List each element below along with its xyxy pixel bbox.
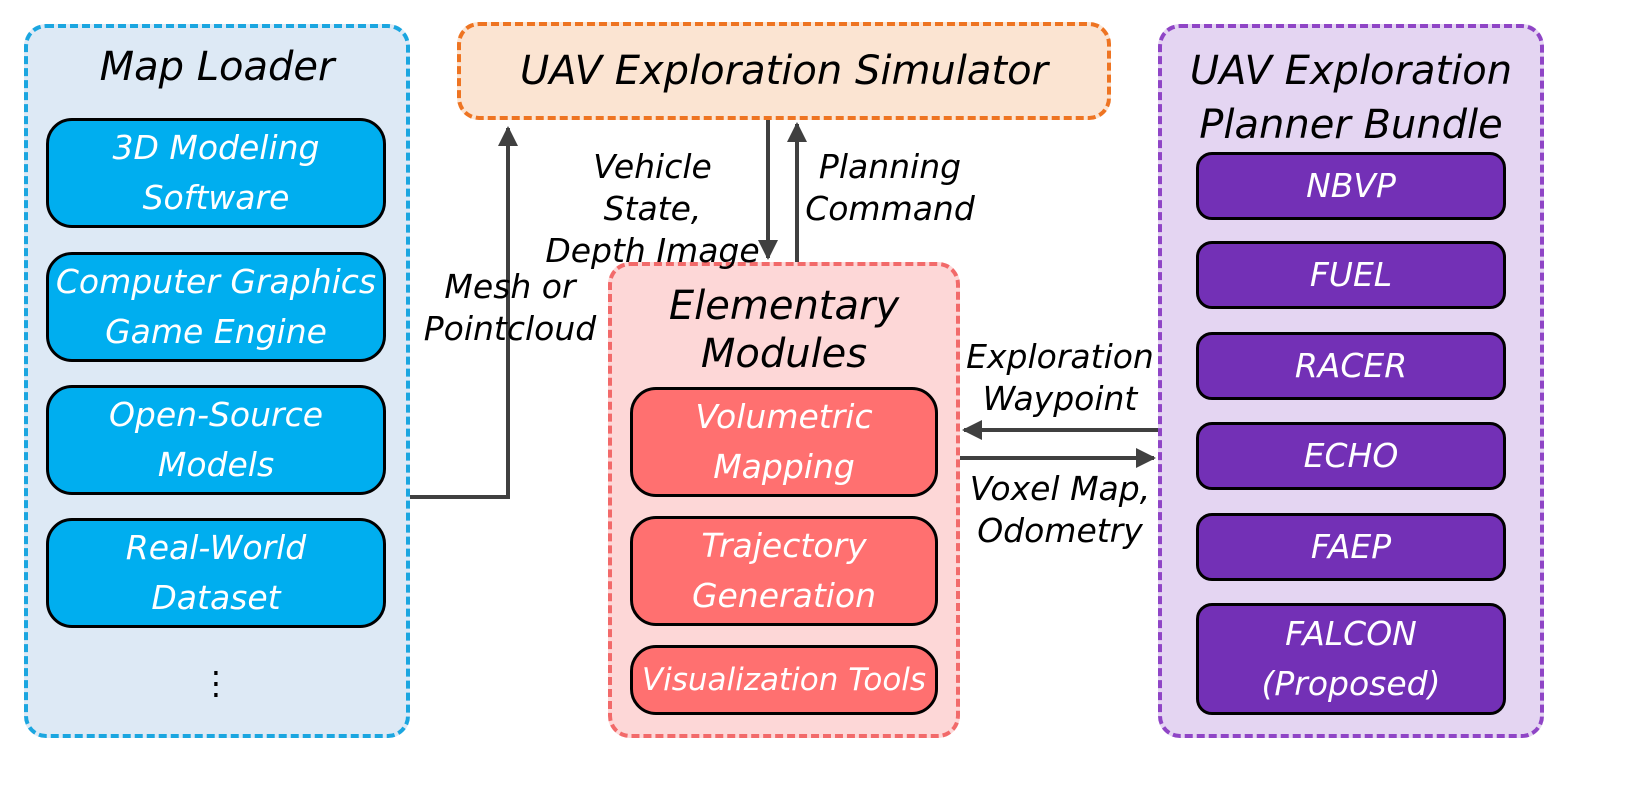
more-ellipsis: ⋮	[200, 664, 232, 702]
volumetric-mapping-box: Volumetric Mapping	[630, 387, 938, 497]
trajectory-generation-box: Trajectory Generation	[630, 516, 938, 626]
vehicle-state-label: Vehicle State, Depth Image	[545, 147, 760, 270]
planner-echo-box: ECHO	[1196, 422, 1506, 490]
planner-racer-box: RACER	[1196, 332, 1506, 400]
planner-fuel-box: FUEL	[1196, 241, 1506, 309]
real-world-dataset-box: Real-World Dataset	[46, 518, 386, 628]
mesh-pointcloud-label: Mesh or Pointcloud	[423, 267, 597, 348]
simulator-title: UAV Exploration Simulator	[520, 48, 1048, 94]
exploration-waypoint-label: Exploration Waypoint	[966, 337, 1154, 418]
planner-falcon-box: FALCON (Proposed)	[1196, 603, 1506, 715]
mesh-connector	[410, 126, 518, 499]
visualization-tools-box: Visualization Tools	[630, 645, 938, 715]
modeling-software-box: 3D Modeling Software	[46, 118, 386, 228]
game-engine-box: Computer Graphics Game Engine	[46, 252, 386, 362]
planning-command-label: Planning Command	[805, 147, 975, 228]
planner-faep-box: FAEP	[1196, 513, 1506, 581]
map-loader-title: Map Loader	[99, 44, 335, 90]
voxel-map-label: Voxel Map, Odometry	[969, 469, 1151, 550]
planner-nbvp-box: NBVP	[1196, 152, 1506, 220]
planner-bundle-title: UAV Exploration Planner Bundle	[1189, 48, 1513, 148]
open-source-models-box: Open-Source Models	[46, 385, 386, 495]
simulator-panel	[457, 22, 1111, 120]
elementary-modules-title: Elementary Modules	[668, 283, 900, 377]
